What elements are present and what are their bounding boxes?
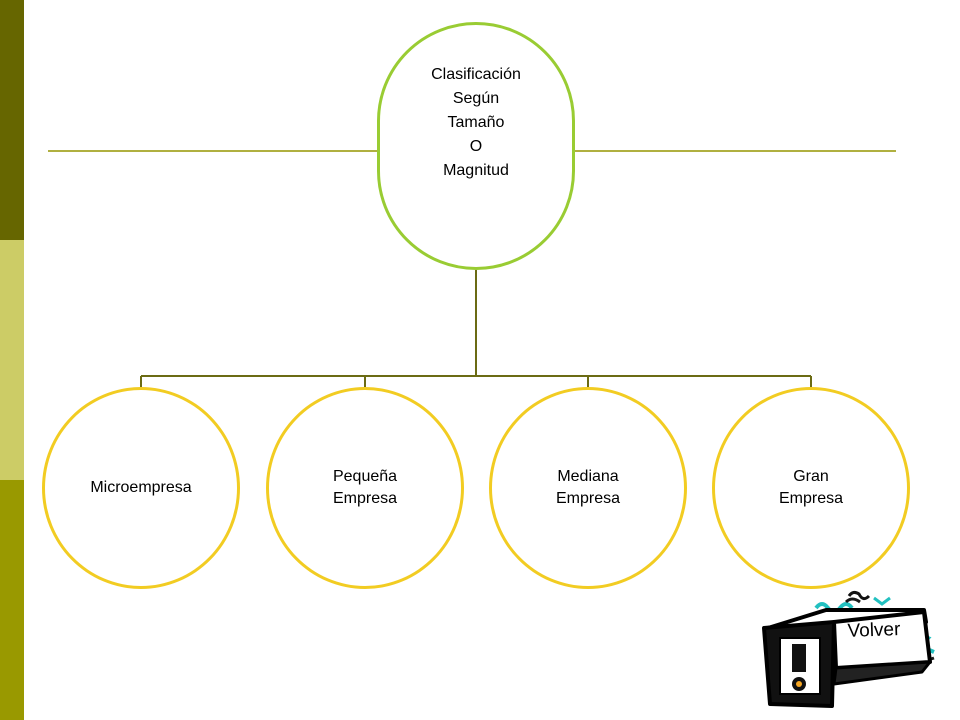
node-line: Pequeña — [332, 468, 398, 485]
node-line: Empresa — [332, 490, 398, 507]
node-gran-empresa-text: Gran Empresa — [779, 466, 843, 510]
node-gran-empresa: Gran Empresa — [712, 387, 910, 589]
root-line: O — [469, 138, 483, 155]
volver-button[interactable]: Volver — [754, 588, 946, 714]
node-line: Mediana — [557, 468, 619, 485]
node-line: Empresa — [778, 490, 844, 507]
volver-button-label: Volver — [847, 619, 901, 642]
root-line: Magnitud — [443, 162, 509, 179]
node-mediana-empresa: Mediana Empresa — [489, 387, 687, 589]
node-mediana-empresa-text: Mediana Empresa — [556, 466, 620, 510]
node-microempresa: Microempresa — [42, 387, 240, 589]
root-line: Según — [452, 90, 500, 107]
node-line: Microempresa — [90, 479, 192, 496]
sidebar-segment-bottom — [0, 480, 24, 720]
sidebar-segment-middle — [0, 240, 24, 480]
sidebar-stripe — [0, 0, 24, 720]
sidebar-segment-top — [0, 0, 24, 240]
root-node-text: Clasificación Según Tamaño O Magnitud — [431, 63, 521, 183]
node-line: Gran — [793, 468, 829, 485]
exclamation-box-icon — [762, 590, 935, 708]
root-line: Clasificación — [431, 66, 521, 83]
node-pequena-empresa: Pequeña Empresa — [266, 387, 464, 589]
node-line: Empresa — [555, 490, 621, 507]
root-line: Tamaño — [447, 114, 505, 131]
node-microempresa-text: Microempresa — [90, 477, 191, 499]
root-node: Clasificación Según Tamaño O Magnitud — [377, 22, 575, 270]
node-pequena-empresa-text: Pequeña Empresa — [333, 466, 397, 510]
